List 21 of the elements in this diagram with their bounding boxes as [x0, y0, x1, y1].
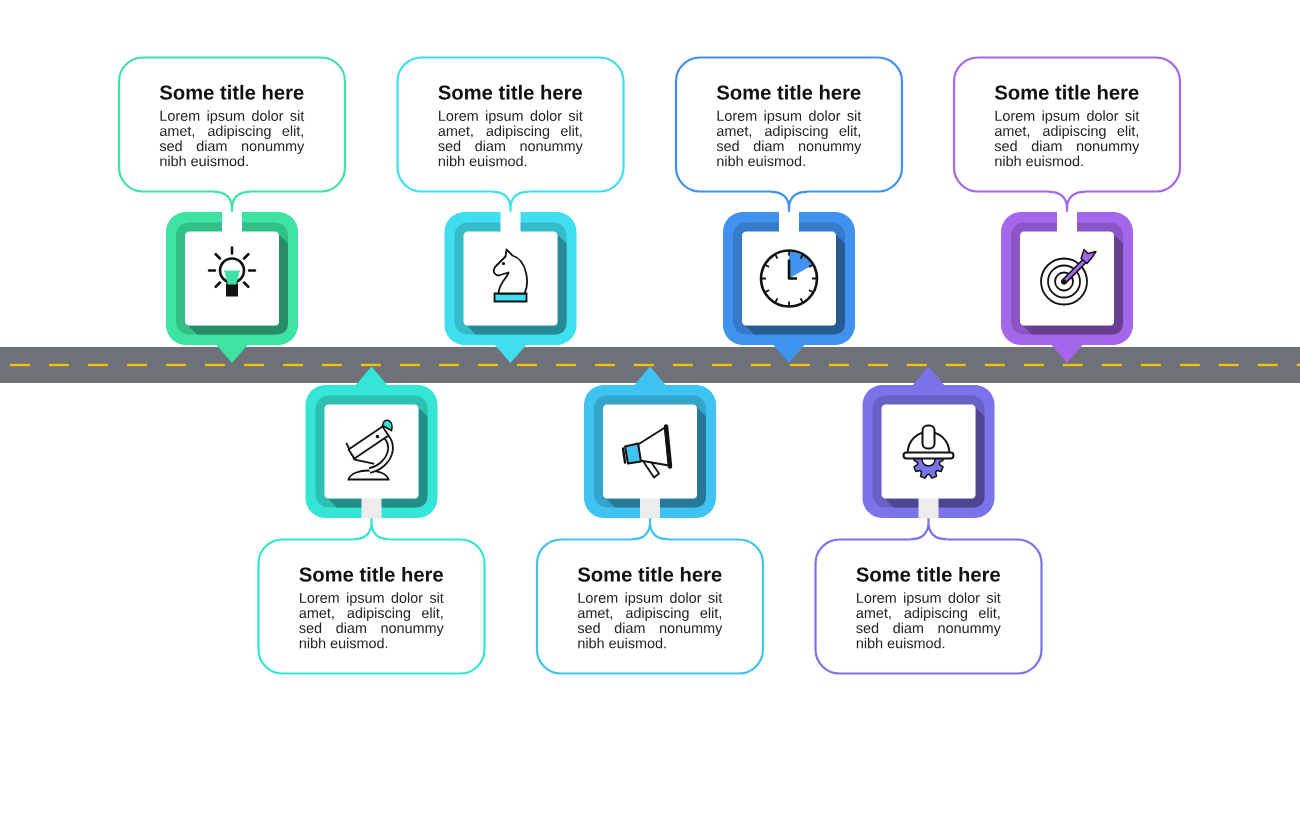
callout-text: Lorem ipsum dolor sit amet, adipiscing elit, sed diam nonummy nibh euismod.: [299, 592, 444, 649]
callout-text: Lorem ipsum dolor sit amet, adipiscing elit, sed diam nonummy nibh euismod.: [716, 110, 862, 167]
connector-line: [1047, 190, 1087, 213]
callout-title: Some title here: [577, 566, 722, 582]
callout-title: Some title here: [856, 566, 1000, 582]
callout-title: Some title here: [299, 566, 443, 582]
callout-title: Some title here: [159, 84, 304, 100]
callout-title: Some title here: [438, 84, 582, 100]
connector-line: [630, 517, 670, 541]
callout-title: Some title here: [716, 84, 861, 100]
callout-text: Lorem ipsum dolor sit amet, adipiscing elit, sed diam nonummy nibh euismod.: [577, 592, 723, 649]
callout-text: Lorem ipsum dolor sit amet, adipiscing elit, sed diam nonummy nibh euismod.: [994, 110, 1140, 167]
connector-line: [491, 190, 530, 213]
callout-text: Lorem ipsum dolor sit amet, adipiscing elit, sed diam nonummy nibh euismod.: [159, 110, 305, 167]
connector-line: [352, 517, 391, 541]
connector-line: [212, 190, 252, 213]
callout-text: Lorem ipsum dolor sit amet, adipiscing elit, sed diam nonummy nibh euismod.: [438, 110, 583, 167]
connector-line: [769, 190, 809, 213]
callout-title: Some title here: [994, 84, 1139, 100]
connector-line: [909, 517, 948, 541]
callout-text: Lorem ipsum dolor sit amet, adipiscing elit, sed diam nonummy nibh euismod.: [856, 592, 1001, 649]
